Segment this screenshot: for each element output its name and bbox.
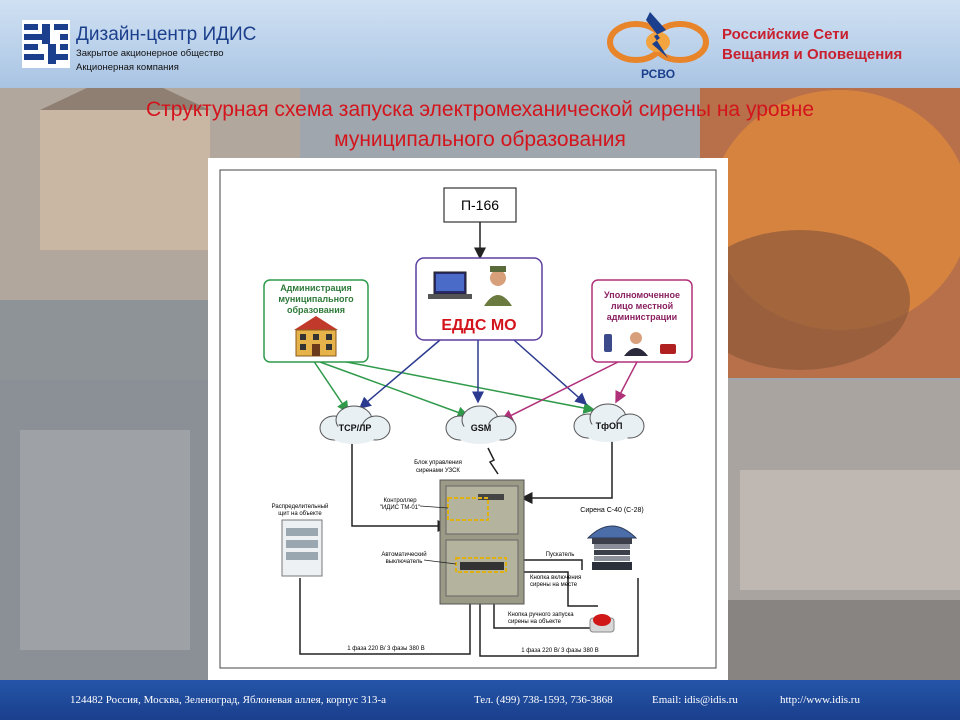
distribution-panel-icon xyxy=(281,519,323,577)
official-label-2: лицо местной xyxy=(611,301,673,311)
rsvo-name-line-1: Российские Сети xyxy=(722,26,849,43)
cloud-tsr-label: ТСР/ЛР xyxy=(339,423,372,433)
mobile-phone-icon xyxy=(604,334,612,352)
controller-highlight xyxy=(447,497,489,521)
link-edds-tfop xyxy=(513,339,588,405)
company-subtitle-1: Закрытое акционерное общество xyxy=(76,48,224,59)
link-admin-gsm xyxy=(319,361,470,419)
link-local-button xyxy=(508,571,598,607)
link-admin-tfop xyxy=(325,357,596,414)
admin-label-1: Администрация xyxy=(280,283,352,293)
starter-label: Пускатель xyxy=(546,552,575,558)
link-admin-tsr xyxy=(312,359,349,414)
link-starter-siren xyxy=(508,559,583,570)
rsvo-logo-caption: РСВО xyxy=(641,67,675,81)
building-icon xyxy=(294,316,338,357)
distribution-panel-label-2: щит на объекте xyxy=(278,511,322,517)
edds-label: ЕДДС МО xyxy=(441,317,516,334)
official-label-1: Уполномоченное xyxy=(604,290,680,300)
cloud-gsm xyxy=(445,405,517,444)
link-official-gsm xyxy=(500,361,619,421)
control-block-label-2: сиренами УЗСК xyxy=(416,468,460,474)
red-push-button-icon xyxy=(589,614,615,633)
footer-email[interactable]: Email: idis@idis.ru xyxy=(652,694,738,706)
cloud-tfop-label: ТфОП xyxy=(596,421,623,431)
power-line-1 xyxy=(299,578,471,655)
siren-label: Сирена С-40 (С-28) xyxy=(580,507,643,514)
official-box xyxy=(591,279,693,363)
official-label-3: администрации xyxy=(607,312,677,322)
link-manual-button xyxy=(493,596,590,629)
footer-url[interactable]: http://www.idis.ru xyxy=(780,694,860,706)
rsvo-logo-icon: РСВО xyxy=(607,12,709,81)
siren-launch-diagram: П-166 ЕДДС МО Администрация муниципально… xyxy=(219,169,717,669)
p166-label: П-166 xyxy=(461,197,499,213)
breaker-highlight xyxy=(455,557,507,573)
footer-phone: Тел. (499) 738-1593, 736-3868 xyxy=(474,694,613,706)
cloud-tfop xyxy=(573,403,645,442)
admin-label-3: образования xyxy=(287,305,345,315)
controller-label-1: Контроллер xyxy=(383,498,417,504)
slide-title-line-1: Структурная схема запуска электромеханич… xyxy=(145,98,814,121)
link-edds-tsr xyxy=(358,339,441,409)
controller-label-2: "ИДИС ТМ-01" xyxy=(380,505,420,511)
company-name: Дизайн-центр ИДИС xyxy=(76,24,257,45)
power-label-1: 1 фаза 220 В/ 3 фазы 380 В xyxy=(347,646,425,652)
link-official-tfop xyxy=(615,359,639,404)
official-person-icon xyxy=(630,332,642,344)
local-button-label-2: сирены на месте xyxy=(530,582,578,588)
manual-button-label-2: сирены на объекте xyxy=(508,619,562,625)
link-tsr-controller xyxy=(351,442,450,532)
power-line-2 xyxy=(479,578,639,657)
breaker-label-2: выключатель xyxy=(386,559,423,565)
breaker-label-1: Автоматический xyxy=(381,551,426,558)
desk-phone-icon xyxy=(660,344,676,354)
company-subtitle-2: Акционерная компания xyxy=(76,62,179,73)
local-button-label-1: Кнопка включения xyxy=(530,575,581,581)
siren-icon xyxy=(586,525,638,570)
power-label-2: 1 фаза 220 В/ 3 фазы 380 В xyxy=(521,648,599,654)
control-cabinet xyxy=(439,479,525,605)
header-band xyxy=(0,0,960,88)
distribution-panel-label-1: Распределительный xyxy=(272,503,329,510)
footer-address: 124482 Россия, Москва, Зеленоград, Яблон… xyxy=(70,694,387,706)
cloud-gsm-label: GSM xyxy=(471,423,492,433)
cloud-tsr xyxy=(319,405,391,444)
control-block-label-1: Блок управления xyxy=(414,460,462,466)
link-gsm-antenna xyxy=(487,447,499,475)
footer-band: 124482 Россия, Москва, Зеленоград, Яблон… xyxy=(0,680,960,720)
diagram-panel: П-166 ЕДДС МО Администрация муниципально… xyxy=(208,158,728,680)
admin-label-2: муниципального xyxy=(278,294,354,304)
slide-title-line-2: муниципального образования xyxy=(334,128,626,151)
manual-button-label-1: Кнопка ручного запуска xyxy=(508,612,574,618)
idis-logo-icon xyxy=(22,20,70,68)
rsvo-name-line-2: Вещания и Оповещения xyxy=(722,46,903,63)
officer-icon xyxy=(490,270,506,286)
link-tfop-controller xyxy=(520,440,613,504)
p166-box xyxy=(443,187,517,223)
